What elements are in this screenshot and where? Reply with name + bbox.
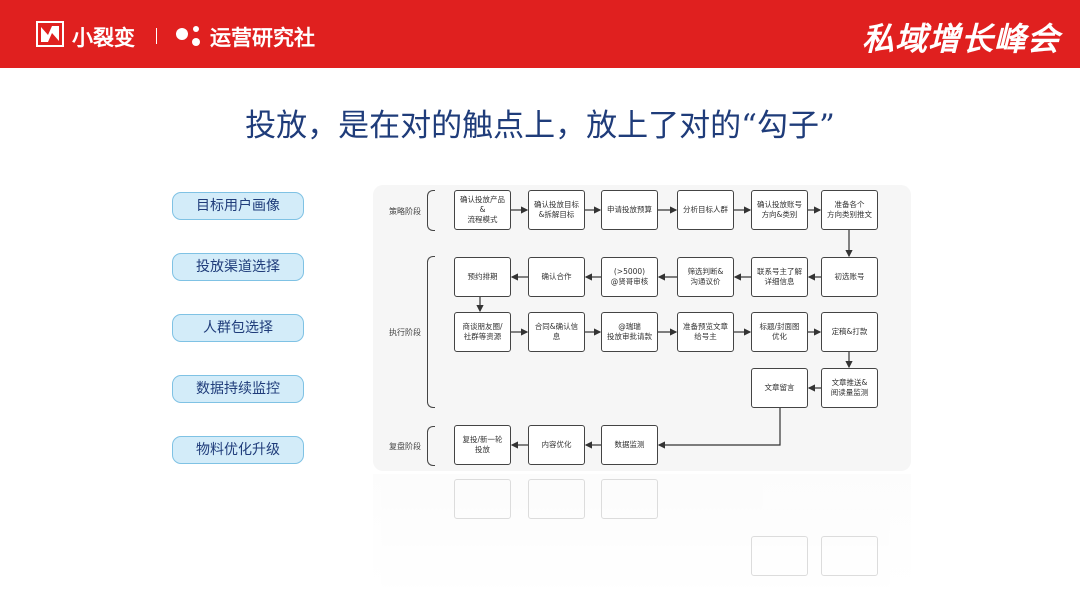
pill-channel: 投放渠道选择 <box>172 253 304 281</box>
reflection-box <box>751 536 808 576</box>
pill-optimization: 物料优化升级 <box>172 436 304 464</box>
reflection <box>373 474 911 589</box>
step-finalize-pay: 定稿&打款 <box>821 312 878 352</box>
pill-user-profile: 目标用户画像 <box>172 192 304 220</box>
step-filter-negotiate: 筛选判断& 沟通议价 <box>677 257 734 297</box>
brand-xiaoliebian: 小裂变 <box>72 26 135 50</box>
step-data-monitor: 数据监测 <box>601 425 658 465</box>
reflection-box <box>601 479 658 519</box>
reflection-box <box>528 479 585 519</box>
reflection-box <box>821 536 878 576</box>
step-confirm-goal: 确认投放目标 &拆解目标 <box>528 190 585 230</box>
step-contact-owner: 联系号主了解 详细信息 <box>751 257 808 297</box>
phase-strategy: 策略阶段 <box>389 207 421 216</box>
phase-review: 复盘阶段 <box>389 442 421 451</box>
step-analyze-audience: 分析目标人群 <box>677 190 734 230</box>
divider <box>156 28 157 44</box>
step-confirm-coop: 确认合作 <box>528 257 585 297</box>
brace <box>427 190 435 231</box>
step-comments: 文章留言 <box>751 368 808 408</box>
step-push-monitor: 文章推送& 阅读量监测 <box>821 368 878 408</box>
pill-monitoring: 数据持续监控 <box>172 375 304 403</box>
step-approval-payment: @瑞瑞 投放审批请款 <box>601 312 658 352</box>
step-prepare-posts: 准备各个 方向类别推文 <box>821 190 878 230</box>
pill-audience: 人群包选择 <box>172 314 304 342</box>
brand-yunying: 运营研究社 <box>210 26 315 50</box>
step-moments-resources: 商谈朋友圈/ 社群等资源 <box>454 312 511 352</box>
step-content-optimize: 内容优化 <box>528 425 585 465</box>
step-apply-budget: 申请投放预算 <box>601 190 658 230</box>
step-review-5000: (>5000) @贤哥审核 <box>601 257 658 297</box>
step-select-account: 初选账号 <box>821 257 878 297</box>
slide-title: 投放，是在对的触点上，放上了对的“勾子” <box>245 108 835 144</box>
step-contract: 合同&确认信 息 <box>528 312 585 352</box>
step-confirm-account: 确认投放账号 方向&类别 <box>751 190 808 230</box>
yunying-logo-icon <box>176 26 200 46</box>
xiaoliebian-logo-icon <box>36 21 64 47</box>
step-title-cover: 标题/封面图 优化 <box>751 312 808 352</box>
header-bar: 小裂变 运营研究社 私域增长峰会 <box>0 0 1080 68</box>
step-confirm-product: 确认投放产品 & 流程模式 <box>454 190 511 230</box>
phase-execution: 执行阶段 <box>389 328 421 337</box>
step-relaunch: 复投/新一轮 投放 <box>454 425 511 465</box>
brace <box>427 256 435 408</box>
brace <box>427 426 435 466</box>
step-schedule: 预约排期 <box>454 257 511 297</box>
step-preview-article: 准备预览文章 给号主 <box>677 312 734 352</box>
event-logo: 私域增长峰会 <box>861 20 1060 58</box>
reflection-box <box>454 479 511 519</box>
